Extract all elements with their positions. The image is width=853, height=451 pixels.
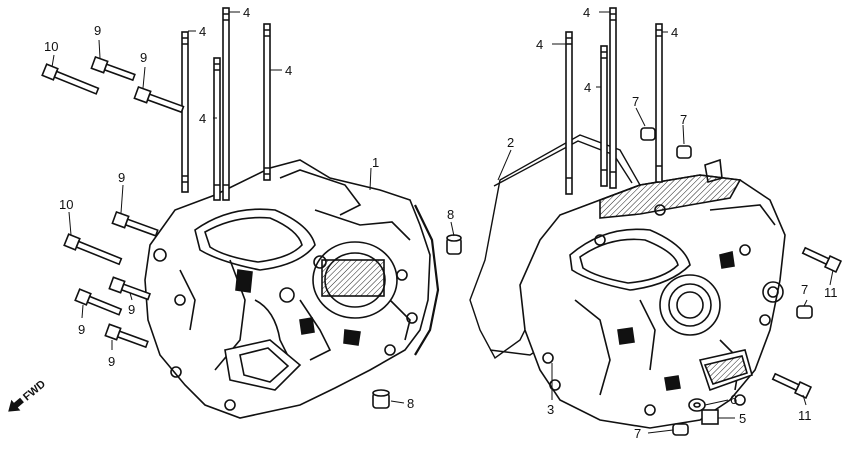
callout-7: 7	[680, 112, 687, 127]
callout-9: 9	[94, 23, 101, 38]
callout-1: 1	[372, 155, 379, 170]
callout-labels: 4 4 4 4 1 10 9 9 9 10 9 9 9 8 8 4 4 4 4 …	[44, 5, 838, 441]
bolts-right	[688, 246, 843, 425]
forward-direction-arrow: FWD	[8, 378, 48, 412]
right-crankcase-half	[519, 158, 786, 429]
callout-4: 4	[671, 25, 678, 40]
dowel-pins-8	[372, 234, 462, 409]
fwd-label: FWD	[21, 378, 48, 403]
callout-4: 4	[199, 111, 206, 126]
callout-8: 8	[407, 396, 414, 411]
callout-4: 4	[199, 24, 206, 39]
callout-6: 6	[730, 392, 737, 407]
callout-9: 9	[108, 354, 115, 369]
callout-11: 11	[798, 408, 812, 423]
callout-9: 9	[140, 50, 147, 65]
left-crankcase-half	[144, 159, 440, 419]
callout-10: 10	[44, 39, 58, 54]
stud-bolts-left	[181, 7, 271, 201]
callout-4: 4	[536, 37, 543, 52]
callout-9: 9	[118, 170, 125, 185]
callout-4: 4	[583, 5, 590, 20]
callout-3: 3	[547, 402, 554, 417]
callout-7: 7	[634, 426, 641, 441]
callout-7: 7	[801, 282, 808, 297]
callout-7: 7	[632, 94, 639, 109]
callout-4: 4	[243, 5, 250, 20]
arrow-icon	[8, 397, 24, 412]
callout-8: 8	[447, 207, 454, 222]
stud-bolts-right	[565, 7, 663, 195]
callout-11: 11	[824, 285, 838, 300]
callout-9: 9	[78, 322, 85, 337]
callout-9: 9	[128, 302, 135, 317]
callout-2: 2	[507, 135, 514, 150]
callout-4: 4	[584, 80, 591, 95]
callout-4: 4	[285, 63, 292, 78]
dowel-pins-7	[640, 127, 813, 436]
bolts-left	[41, 55, 185, 349]
callout-5: 5	[739, 411, 746, 426]
leader-lines	[51, 11, 834, 434]
callout-10: 10	[59, 197, 73, 212]
